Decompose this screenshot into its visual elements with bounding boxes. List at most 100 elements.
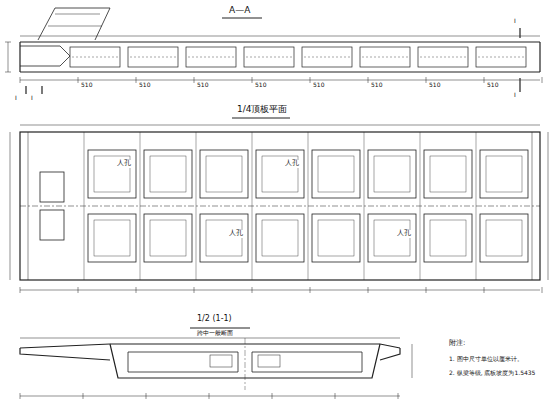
drawing-line [72,57,118,58]
drawing-rect [430,220,466,256]
dimension-text: 510 [370,82,383,89]
drawing-rect [486,220,522,256]
drawing-line [252,77,253,83]
drawing-label: 人孔 [284,160,300,168]
drawing-line [146,393,147,399]
drawing-line [426,287,427,293]
drawing-rect [418,47,468,67]
dimension-text: 510 [312,82,325,89]
drawing-line [20,290,540,291]
drawing-rect [88,150,136,198]
dimension-text: 510 [254,82,267,89]
drawing-rect [302,47,352,67]
drawing-rect [244,47,294,67]
drawing-label: 1/4顶板平面 [236,105,288,115]
dimension-text: 510 [428,82,441,89]
drawing-line [20,393,21,399]
drawing-line [398,393,399,399]
drawing-line [542,77,543,83]
drawing-label: 人孔 [396,230,412,238]
drawing-line [38,8,110,40]
drawing-rect [40,210,64,240]
drawing-label: 1/2 (1-1) [196,315,233,324]
drawing-line [194,77,195,83]
drawing-rect [318,220,354,256]
drawing-label: 附注: [448,340,466,348]
drawing-line [20,77,21,83]
drawing-rect [480,214,528,262]
drawing-rect [20,132,540,280]
drawing-line [20,396,400,397]
drawing-line [10,132,11,280]
drawing-line [8,42,9,72]
drawing-label: 2. 纵梁等级, 底板坡度为1.5435 [448,370,536,377]
drawing-rect [206,220,242,256]
drawing-line [209,393,210,399]
drawing-line [519,28,520,38]
drawing-rect [40,172,64,202]
drawing-rect [70,47,120,67]
drawing-line [20,41,540,42]
dimension-text: 510 [80,82,93,89]
drawing-rect [150,220,186,256]
drawing-label: 跨中一般断面 [196,330,234,337]
drawing-line [478,57,524,58]
drawing-line [20,36,540,37]
drawing-rect [360,47,410,67]
drawing-line [310,287,311,293]
drawing-line [20,80,540,81]
drawing-line [130,57,176,58]
drawing-rect [374,156,410,192]
drawing-label: 1. 图中尺寸单位以厘米计。 [448,356,524,363]
drawing-line [190,328,250,329]
drawing-rect [210,355,232,367]
drawing-rect [424,150,472,198]
dimension-text: 510 [196,82,209,89]
drawing-line [41,86,42,94]
drawing-rect [88,214,136,262]
drawing-line [83,393,84,399]
drawing-label: I [513,92,517,99]
drawing-line [548,132,549,280]
drawing-rect [258,355,280,367]
drawing-line [20,46,70,66]
drawing-label: 人孔 [228,230,244,238]
drawing-rect [318,156,354,192]
drawing-line [110,344,380,378]
drawing-line [246,57,292,58]
drawing-line [420,132,421,280]
drawing-line [84,132,85,280]
drawing-line [78,287,79,293]
drawing-line [308,132,309,280]
drawing-rect [94,220,130,256]
drawing-line [20,348,110,360]
drawing-line [136,77,137,83]
drawing-line [194,287,195,293]
drawing-line [252,352,362,372]
drawing-line [222,18,262,19]
drawing-rect [368,214,416,262]
drawing-line [412,344,413,378]
drawing-line [20,287,21,293]
drawing-line [364,132,365,280]
drawing-line [539,42,540,72]
drawing-line [136,287,137,293]
drawing-line [20,71,540,72]
drawing-line [196,132,197,280]
drawing-rect [486,156,522,192]
drawing-rect [368,150,416,198]
drawing-rect [424,214,472,262]
drawing-rect [128,47,178,67]
drawing-rect [374,220,410,256]
drawing-line [362,57,408,58]
drawing-rect [144,150,192,198]
dimension-text: 510 [486,82,499,89]
drawing-line [252,287,253,293]
drawing-line [476,132,477,280]
drawing-line [304,57,350,58]
drawing-rect [256,150,304,198]
drawing-rect [186,47,236,67]
drawing-rect [480,150,528,198]
drawing-line [5,72,11,73]
